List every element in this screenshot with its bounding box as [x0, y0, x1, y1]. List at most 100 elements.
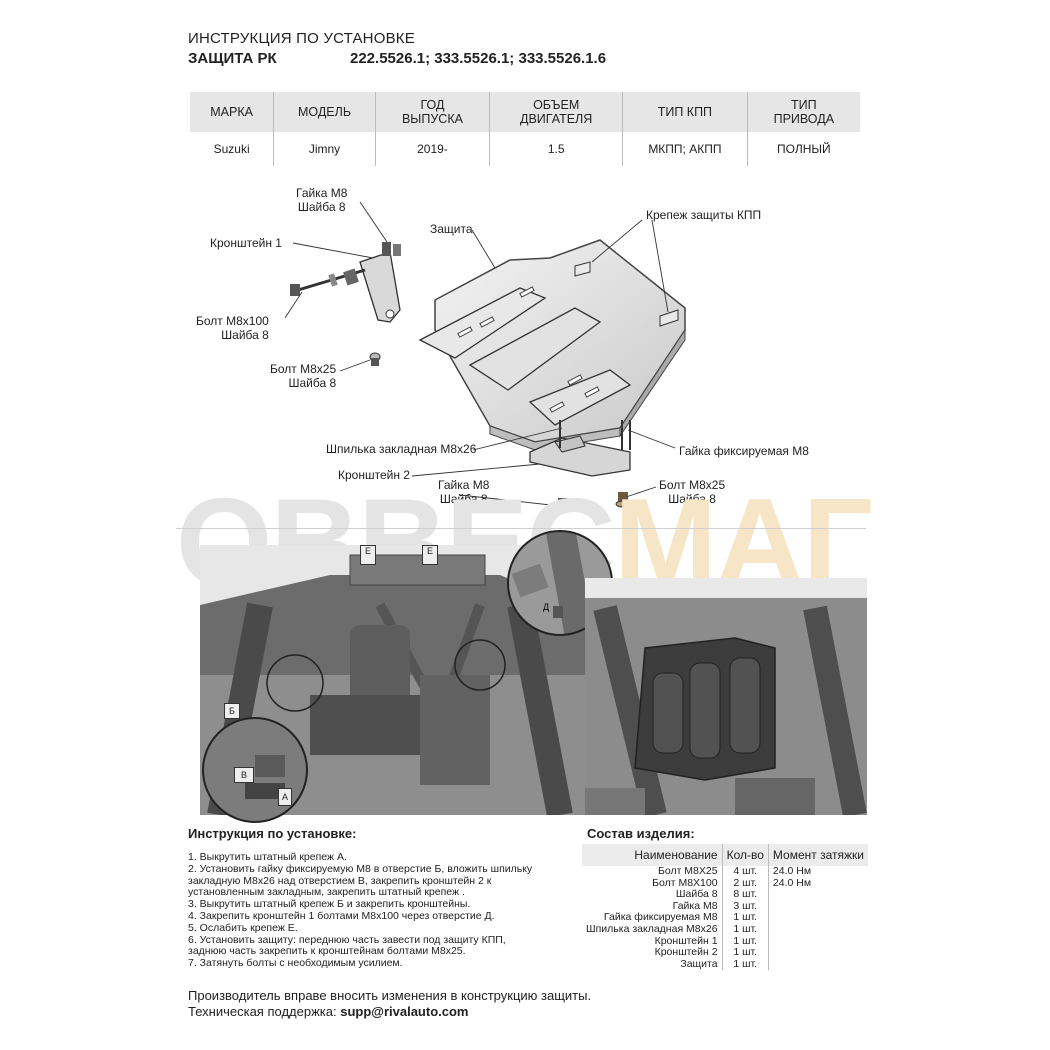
item-torque: [767, 889, 868, 901]
installation-photo-right: [585, 578, 867, 815]
marker-e-left: Е: [360, 545, 376, 565]
kpp-fastener-tabs: [574, 261, 679, 327]
marker-d: Д: [543, 602, 549, 612]
instruction-line: закладную М8х26 над отверстием В, закреп…: [188, 874, 492, 887]
item-quantity: 1 шт.: [721, 935, 769, 948]
bolt-m8x25-right: [615, 492, 631, 508]
label-bracket-1: Кронштейн 1: [210, 236, 282, 250]
item-torque: [767, 947, 868, 959]
item-torque: [767, 958, 868, 971]
protection-plate: [418, 239, 686, 451]
leader-lines: [284, 201, 676, 507]
spec-header-cell: ТИП КПП: [622, 92, 748, 132]
instructions-title: Инструкция по установке:: [188, 826, 357, 841]
composition-title: Состав изделия:: [587, 826, 695, 841]
document-title: ИНСТРУКЦИЯ ПО УСТАНОВКЕ: [188, 30, 415, 47]
instruction-line: 2. Установить гайку фиксируемую М8 в отв…: [188, 862, 533, 875]
composition-header-cell: Кол-во: [721, 844, 769, 866]
item-name: Защита: [680, 957, 718, 970]
instruction-line: установленным закладным, закрепить штатн…: [188, 886, 465, 899]
bracket-1: [359, 251, 401, 323]
item-quantity: 8 шт.: [721, 889, 769, 901]
exploded-parts-diagram: [284, 201, 686, 514]
instruction-line: 3. Выкрутить штатный крепеж Б и закрепит…: [188, 898, 471, 911]
instruction-line: 5. Ослабить крепеж Е.: [188, 921, 298, 934]
item-name: Шпилька закладная М8х26: [586, 922, 718, 935]
nut-m8-top: [382, 242, 401, 256]
marker-v: В: [234, 767, 254, 783]
item-quantity: 4 шт.: [721, 865, 769, 878]
part-numbers: 222.5526.1; 333.5526.1; 333.5526.1.6: [350, 50, 607, 67]
label-protection: Защита: [430, 222, 473, 236]
item-name: Гайка М8: [672, 899, 718, 912]
instruction-line: 6. Установить защиту: переднюю часть зав…: [188, 933, 506, 946]
bolt-m8x100: [290, 268, 366, 296]
marker-e-right: Е: [422, 545, 438, 565]
marker-a: А: [278, 788, 292, 806]
spec-value-cell: 2019-: [374, 132, 490, 166]
item-torque: 24.0 Нм: [767, 877, 868, 890]
support-label: Техническая поддержка:: [188, 1004, 337, 1019]
instruction-line: 4. Закрепить кронштейн 1 болтами М8х100 …: [188, 909, 495, 922]
item-name: Кронштейн 1: [654, 934, 718, 947]
item-name: Болт M8X25: [657, 865, 718, 877]
spec-value-cell: 1.5: [489, 132, 623, 166]
marker-b: Б: [224, 703, 240, 719]
support-email[interactable]: supp@rivalauto.com: [340, 1004, 469, 1019]
spec-value-cell: МКПП; АКПП: [622, 132, 748, 166]
item-torque: 24.0 Нм: [767, 865, 868, 878]
instruction-line: заднюю часть закрепить к кронштейнам бол…: [188, 945, 466, 958]
instruction-line: 7. Затянуть болты с необходимым усилием.: [188, 957, 403, 970]
support-line: Техническая поддержка: supp@rivalauto.co…: [188, 1004, 468, 1019]
label-fixed-nut: Гайка фиксируемая М8: [679, 444, 809, 458]
item-torque: [767, 923, 868, 936]
item-name: Болт M8X100: [652, 876, 718, 889]
spec-header-cell: МОДЕЛЬ: [273, 92, 376, 132]
bracket-2: [529, 420, 631, 477]
product-name: ЗАЩИТА РК: [188, 50, 277, 67]
spec-value-cell: ПОЛНЫЙ: [746, 132, 860, 166]
spec-header-cell: МАРКА: [190, 92, 274, 132]
bolt-m8x25-left: [369, 352, 381, 366]
item-name: Шайба 8: [675, 888, 718, 901]
disclaimer: Производитель вправе вносить изменения в…: [188, 988, 592, 1003]
spec-value-cell: Suzuki: [213, 142, 250, 156]
label-kpp-fastener: Крепеж защиты КПП: [646, 208, 762, 222]
nut-m8-bottom: [555, 498, 569, 514]
item-quantity: 1 шт.: [721, 912, 769, 924]
item-quantity: 3 шт.: [721, 900, 769, 913]
inset-circle-abv: [202, 717, 308, 823]
item-name: Кронштейн 2: [654, 946, 718, 959]
item-quantity: 1 шт.: [721, 947, 769, 959]
label-stud: Шпилька закладная М8х26: [326, 442, 477, 456]
composition-header-cell: Наименование: [582, 844, 723, 866]
instructions-list: 1. Выкрутить штатный крепеж А.2. Установ…: [188, 851, 568, 970]
label-bracket-2: Кронштейн 2: [338, 468, 410, 482]
item-torque: [767, 912, 868, 924]
watermark-underline: [176, 528, 866, 529]
item-torque: [767, 900, 868, 913]
item-quantity: 2 шт.: [721, 877, 769, 890]
spec-value-cell: Jimny: [273, 132, 376, 166]
